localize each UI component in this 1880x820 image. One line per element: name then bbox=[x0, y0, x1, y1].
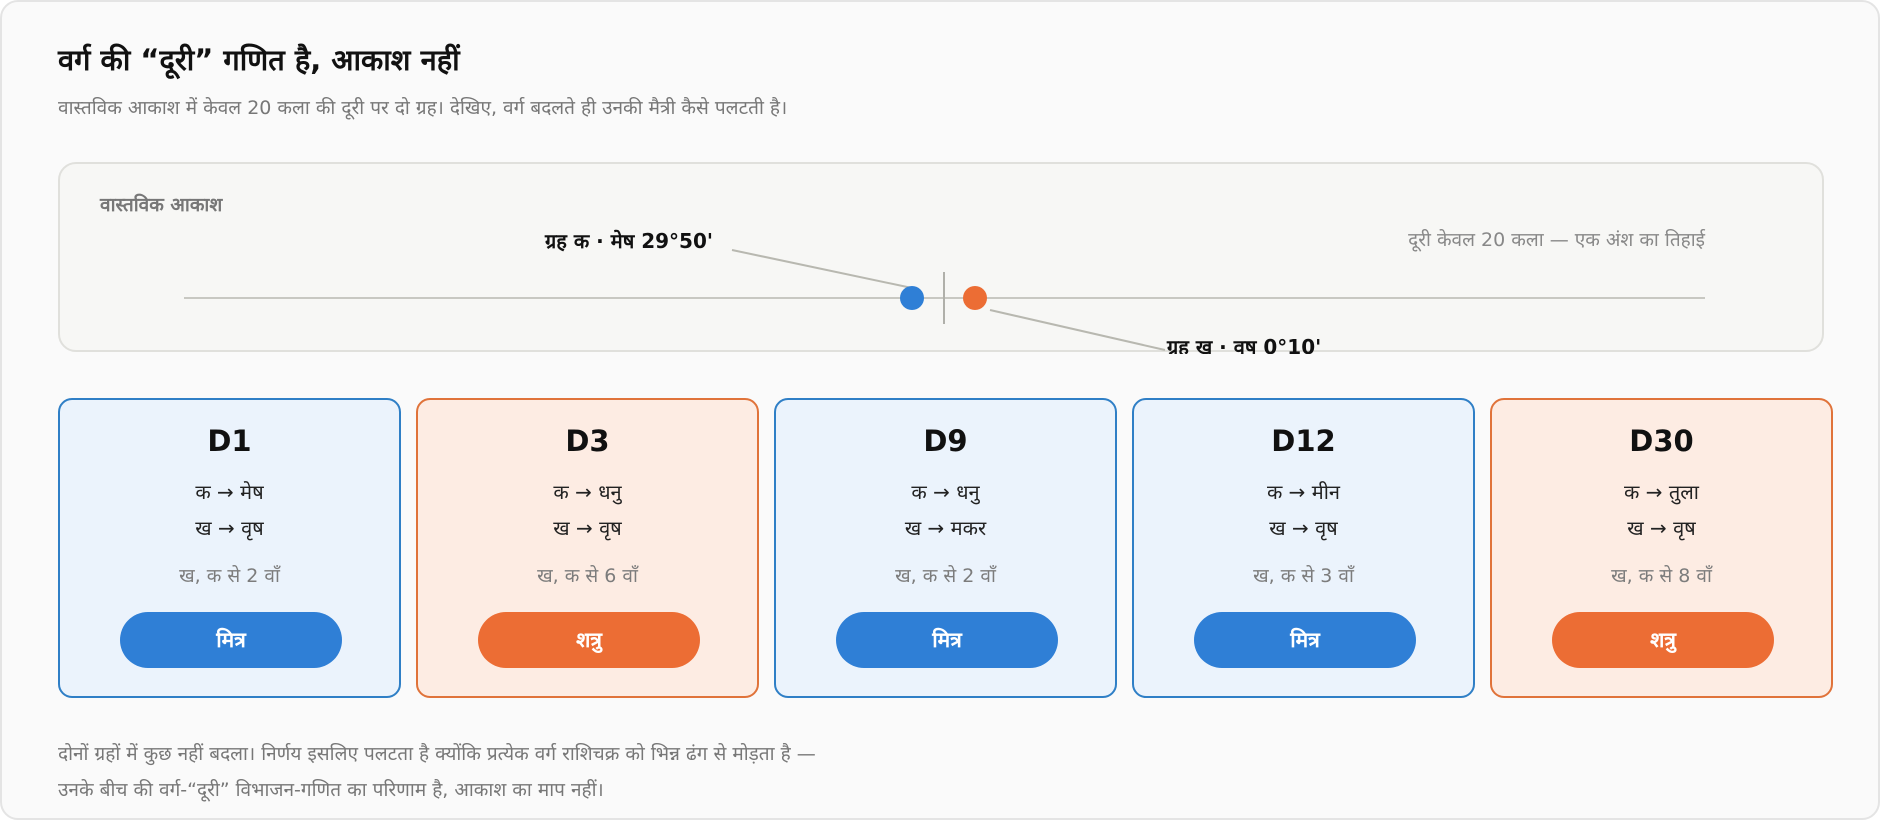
verdict-badge: मित्र bbox=[1194, 612, 1416, 668]
card-title: D30 bbox=[1629, 424, 1694, 458]
real-sky-panel: वास्तविक आकाश दूरी केवल 20 कला — एक अंश … bbox=[58, 162, 1824, 354]
planet-a-dot bbox=[900, 286, 924, 310]
planet-a-leader bbox=[731, 249, 913, 289]
card-planet-a-sign: क → मेष bbox=[195, 480, 264, 504]
card-planet-a-sign: क → तुला bbox=[1624, 480, 1699, 504]
planet-b-label: ग्रह ख · वृष 0°10' bbox=[1166, 335, 1321, 354]
card-relation: ख, क से 6 वाँ bbox=[537, 565, 638, 587]
footer-line-2: उनके बीच की वर्ग-“दूरी” विभाजन-गणित का प… bbox=[58, 779, 604, 801]
card-relation: ख, क से 2 वाँ bbox=[895, 565, 996, 587]
card-title: D3 bbox=[565, 424, 610, 458]
card-relation: ख, क से 3 वाँ bbox=[1253, 565, 1354, 587]
card-relation: ख, क से 8 वाँ bbox=[1611, 565, 1712, 587]
verdict-badge: मित्र bbox=[120, 612, 342, 668]
card-planet-a-sign: क → धनु bbox=[911, 480, 980, 504]
card-title: D1 bbox=[207, 424, 252, 458]
footer-note: दोनों ग्रहों में कुछ नहीं बदला। निर्णय इ… bbox=[58, 736, 816, 808]
card-planet-b-sign: ख → वृष bbox=[195, 516, 264, 540]
sky-distance-note: दूरी केवल 20 कला — एक अंश का तिहाई bbox=[1408, 228, 1706, 252]
varga-cards: D1 क → मेष ख → वृष ख, क से 2 वाँ मित्र D… bbox=[58, 398, 1833, 698]
sky-diagram: वास्तविक आकाश दूरी केवल 20 कला — एक अंश … bbox=[99, 193, 1706, 354]
planet-a-label: ग्रह क · मेष 29°50' bbox=[544, 229, 713, 253]
varga-card-d30: D30 क → तुला ख → वृष ख, क से 8 वाँ शत्रु bbox=[1490, 398, 1833, 698]
sky-label: वास्तविक आकाश bbox=[99, 193, 223, 216]
varga-card-d1: D1 क → मेष ख → वृष ख, क से 2 वाँ मित्र bbox=[58, 398, 401, 698]
card-title: D9 bbox=[923, 424, 968, 458]
card-planet-b-sign: ख → मकर bbox=[904, 516, 987, 540]
card-relation: ख, क से 2 वाँ bbox=[179, 565, 280, 587]
card-planet-a-sign: क → मीन bbox=[1266, 480, 1341, 504]
varga-card-d12: D12 क → मीन ख → वृष ख, क से 3 वाँ मित्र bbox=[1132, 398, 1475, 698]
card-planet-b-sign: ख → वृष bbox=[1269, 516, 1338, 540]
page-subtitle: वास्तविक आकाश में केवल 20 कला की दूरी पर… bbox=[58, 97, 788, 119]
verdict-badge: शत्रु bbox=[478, 612, 700, 668]
varga-card-d9: D9 क → धनु ख → मकर ख, क से 2 वाँ मित्र bbox=[774, 398, 1117, 698]
varga-card-d3: D3 क → धनु ख → वृष ख, क से 6 वाँ शत्रु bbox=[416, 398, 759, 698]
card-planet-b-sign: ख → वृष bbox=[1627, 516, 1696, 540]
page-title: वर्ग की “दूरी” गणित है, आकाश नहीं bbox=[58, 43, 460, 77]
planet-b-dot bbox=[963, 286, 987, 310]
card-title: D12 bbox=[1271, 424, 1336, 458]
planet-b-leader bbox=[989, 309, 1166, 351]
verdict-badge: मित्र bbox=[836, 612, 1058, 668]
card-planet-b-sign: ख → वृष bbox=[553, 516, 622, 540]
card-planet-a-sign: क → धनु bbox=[553, 480, 622, 504]
verdict-badge: शत्रु bbox=[1552, 612, 1774, 668]
footer-line-1: दोनों ग्रहों में कुछ नहीं बदला। निर्णय इ… bbox=[58, 743, 816, 765]
